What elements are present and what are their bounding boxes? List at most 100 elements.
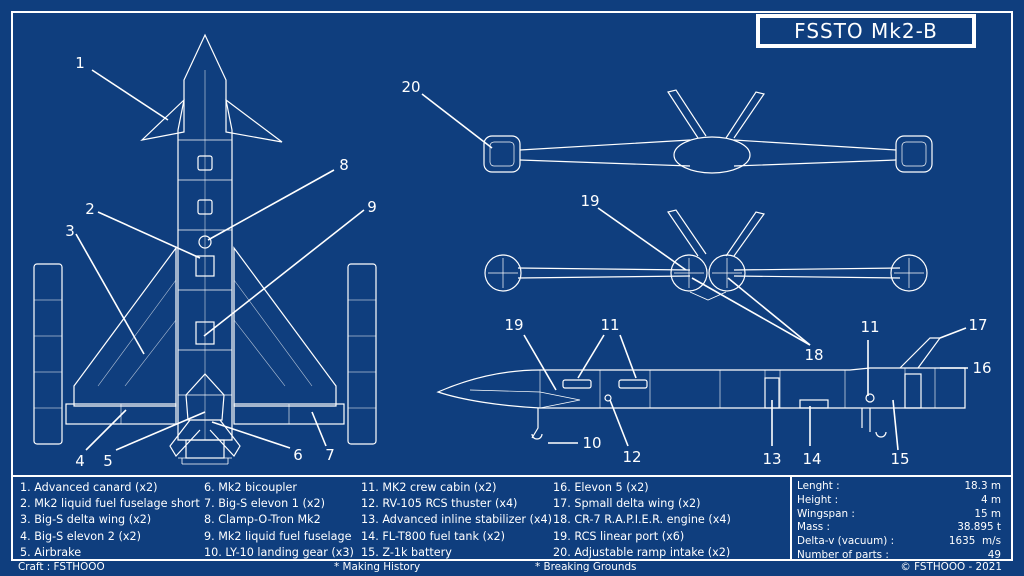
callout-6: 6	[293, 446, 303, 464]
part-9: 9. Mk2 liquid fuel fuselage	[204, 529, 352, 543]
side-fuselage	[436, 367, 966, 409]
callout-10: 10	[582, 434, 601, 452]
rear-landing-gear	[861, 408, 887, 438]
footer-copyright: © FSTHOOO - 2021	[900, 561, 1002, 573]
engine-pod-right	[347, 263, 377, 445]
side-rcs-thruster	[604, 394, 612, 402]
rcs-port-2	[197, 199, 213, 215]
part-7: 7. Big-S elevon 1 (x2)	[204, 497, 325, 511]
part-4: 4. Big-S elevon 2 (x2)	[20, 529, 141, 543]
side-crew-hatch	[865, 393, 875, 403]
callout-11-cabin: 11	[600, 316, 619, 334]
fuel-tank-marker	[799, 399, 829, 409]
spec-row-height: Height : 4 m	[797, 494, 1001, 508]
callout-19-side: 19	[504, 316, 523, 334]
rear-view	[484, 209, 928, 301]
fuel-long-marker	[195, 321, 215, 345]
callout-8: 8	[339, 156, 349, 174]
spec-value: 15 m	[974, 507, 1001, 520]
callout-1: 1	[75, 54, 85, 72]
delta-wing-left	[73, 246, 177, 407]
spec-value: 18.3 m	[964, 480, 1001, 492]
spec-value: 49	[987, 548, 1001, 561]
airbrake	[185, 373, 225, 421]
part-19: 19. RCS linear port (x6)	[553, 529, 685, 543]
parts-column-1: 1. Advanced canard (x2) 2. Mk2 liquid fu…	[20, 480, 200, 561]
canard-right	[225, 98, 283, 143]
callout-9: 9	[367, 198, 377, 216]
callout-16: 16	[972, 359, 991, 377]
engine-pod-left	[33, 263, 63, 445]
callout-3: 3	[65, 222, 75, 240]
part-12: 12. RV-105 RCS thuster (x4)	[361, 497, 518, 511]
side-tail-fin	[899, 337, 942, 369]
parts-column-4: 16. Elevon 5 (x2) 17. Spmall delta wing …	[553, 480, 731, 561]
spec-row-delta-v: Delta-v (vacuum) :1635 m/s	[797, 535, 1001, 549]
callout-4: 4	[75, 452, 85, 470]
callout-13: 13	[762, 450, 781, 468]
callout-14: 14	[802, 450, 821, 468]
front-fuselage	[673, 136, 751, 174]
spec-row-mass: Mass : 38.895 t	[797, 521, 1001, 535]
rcs-port-1	[197, 155, 213, 171]
part-10: 10. LY-10 landing gear (x3)	[204, 545, 354, 559]
part-13: 13. Advanced inline stabilizer (x4)	[361, 513, 552, 527]
callout-17: 17	[968, 316, 987, 334]
part-18: 18. CR-7 R.A.P.I.E.R. engine (x4)	[553, 513, 731, 527]
footer-dlc-making-history: * Making History	[334, 561, 421, 573]
front-tail-fins	[667, 89, 765, 139]
callout-18: 18	[804, 346, 823, 364]
canard-left	[140, 98, 185, 141]
part-16: 16. Elevon 5 (x2)	[553, 481, 649, 494]
part-11: 11. MK2 crew cabin (x2)	[361, 481, 497, 494]
part-3: 3. Big-S delta wing (x2)	[20, 513, 152, 527]
part-5: 5. Airbrake	[20, 545, 82, 559]
crew-cabin-window-1	[562, 379, 592, 389]
rear-wings	[517, 267, 901, 279]
spec-value: 4 m	[980, 493, 1001, 506]
part-2: 2. Mk2 liquid fuel fuselage short	[20, 497, 200, 511]
delta-wing-right	[233, 246, 337, 407]
front-wings	[519, 139, 897, 167]
front-intake-right	[895, 135, 933, 173]
rear-tail-fins	[667, 209, 766, 257]
part-1: 1. Advanced canard (x2)	[20, 481, 158, 494]
callout-7: 7	[325, 446, 335, 464]
callout-2: 2	[85, 200, 95, 218]
footer-dlc-breaking-grounds: * Breaking Grounds	[535, 561, 637, 573]
front-intake-left	[483, 135, 521, 173]
spec-value: 38.895 t	[957, 521, 1001, 534]
rear-engine-right	[890, 254, 928, 292]
part-20: 20. Adjustable ramp intake (x2)	[553, 545, 731, 559]
callout-12: 12	[622, 448, 641, 466]
title-box: FSSTO Mk2-B	[756, 14, 976, 48]
footer-craft: Craft : FSTHOOO	[18, 561, 105, 573]
callout-15: 15	[890, 450, 909, 468]
parts-column-2: 6. Mk2 bicoupler 7. Big-S elevon 1 (x2) …	[204, 480, 354, 561]
part-17: 17. Spmall delta wing (x2)	[553, 497, 701, 511]
callout-5: 5	[103, 452, 113, 470]
rear-engine-center-left	[670, 254, 708, 292]
part-6: 6. Mk2 bicoupler	[204, 481, 298, 494]
spec-row-length: Lenght : 18.3 m	[797, 480, 1001, 494]
leader-lines	[75, 69, 968, 451]
crew-cabin-window-2	[618, 379, 648, 389]
fuel-short-marker	[195, 255, 215, 277]
callout-20: 20	[401, 78, 420, 96]
callout-11-hatch: 11	[860, 318, 879, 336]
front-landing-gear	[531, 408, 543, 440]
spec-label: Mass :	[797, 521, 830, 534]
spec-label: Delta-v (vacuum) :	[797, 535, 895, 548]
specs-table: Lenght : 18.3 m Height : 4 m Wingspan : 15 …	[797, 480, 1001, 563]
bicoupler	[185, 439, 225, 459]
rear-engine-left	[484, 254, 522, 292]
craft-title: FSSTO Mk2-B	[760, 18, 972, 44]
battery	[904, 373, 922, 409]
spec-label: Wingspan :	[797, 507, 855, 520]
spec-label: Lenght :	[797, 480, 840, 492]
spec-row-wingspan: Wingspan : 15 m	[797, 508, 1001, 522]
part-14: 14. FL-T800 fuel tank (x2)	[361, 529, 505, 543]
spec-label: Height :	[797, 493, 839, 506]
